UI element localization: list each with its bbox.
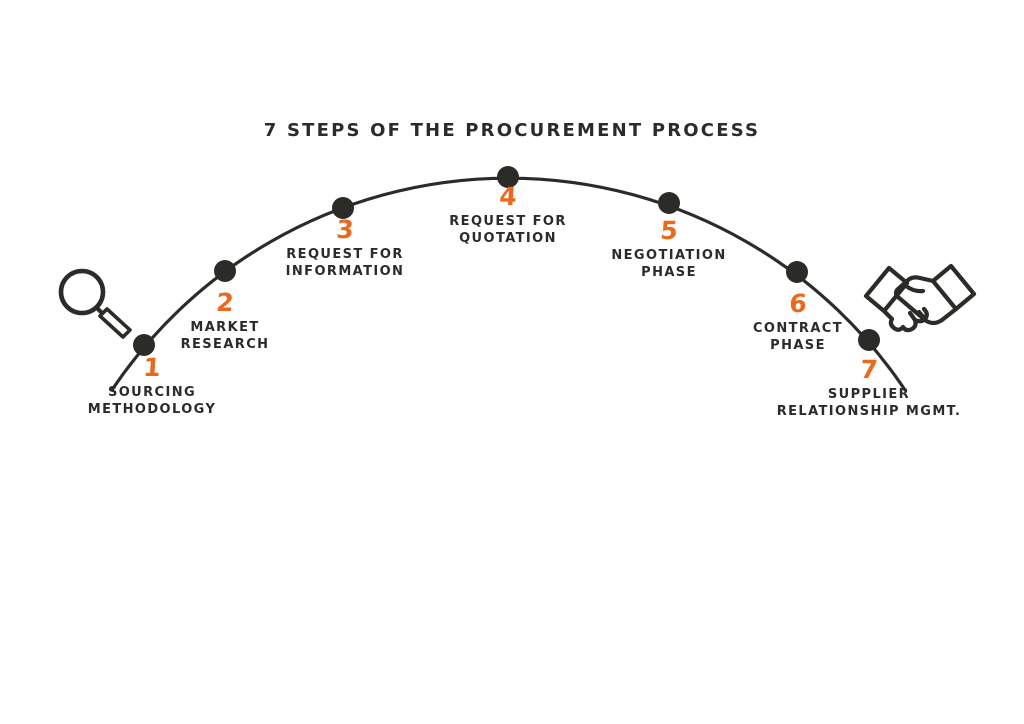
step-6: 6 CONTRACT PHASE [752, 289, 844, 354]
step-dot-7 [858, 329, 880, 351]
step-3: 3 REQUEST FOR INFORMATION [285, 215, 405, 280]
step-3-number: 3 [335, 215, 355, 244]
thumb-line [903, 283, 926, 294]
step-7: 7 SUPPLIER RELATIONSHIP MGMT. [776, 355, 962, 420]
step-dot-3 [332, 197, 354, 219]
step-7-number: 7 [859, 355, 879, 384]
step-5: 5 NEGOTIATION PHASE [611, 216, 727, 281]
step-5-label: NEGOTIATION PHASE [611, 248, 727, 280]
step-dot-1 [133, 334, 155, 356]
left-cuff [863, 265, 910, 314]
step-dot-4 [497, 166, 519, 188]
right-cuff [930, 263, 977, 312]
magnifier-icon [58, 268, 132, 339]
step-1-label: SOURCING METHODOLOGY [87, 385, 217, 417]
step-6-number: 6 [788, 289, 808, 318]
step-2-label: MARKET RESEARCH [180, 320, 270, 352]
step-3-label: REQUEST FOR INFORMATION [285, 247, 405, 279]
right-hand [893, 275, 959, 326]
step-dot-5 [658, 192, 680, 214]
step-5-number: 5 [659, 216, 679, 245]
step-6-label: CONTRACT PHASE [752, 321, 844, 353]
step-dot-6 [786, 261, 808, 283]
step-2: 2 MARKET RESEARCH [180, 288, 270, 353]
step-7-label: SUPPLIER RELATIONSHIP MGMT. [776, 387, 962, 419]
finger-line-1 [907, 310, 918, 323]
step-4: 4 REQUEST FOR QUOTATION [449, 182, 567, 247]
step-1-number: 1 [142, 353, 162, 382]
step-1: 1 SOURCING METHODOLOGY [87, 353, 217, 418]
finger-line-2 [916, 309, 928, 322]
handshake-icon [863, 263, 977, 333]
step-dot-2 [214, 260, 236, 282]
step-4-label: REQUEST FOR QUOTATION [449, 214, 567, 246]
step-2-number: 2 [215, 288, 235, 317]
step-4-number: 4 [498, 182, 518, 211]
diagram-title: 7 STEPS OF THE PROCUREMENT PROCESS [263, 120, 761, 141]
